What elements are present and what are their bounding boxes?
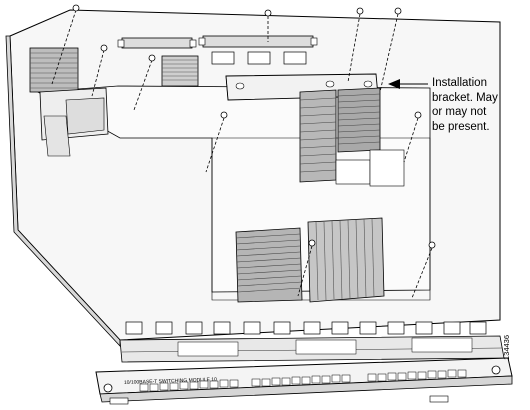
installation-bracket-callout: Installation bracket. May or may not be …: [432, 76, 528, 134]
callout-line-4: be present.: [432, 120, 490, 133]
ejector-lever-right: [429, 395, 449, 403]
port-group-1: [139, 379, 239, 392]
ejector-lever-left: [109, 397, 129, 405]
port-group-3: [367, 369, 467, 382]
backplane-connector-right: [198, 35, 318, 48]
rj45-connector-strip: [119, 335, 505, 363]
component-row: [125, 321, 487, 335]
callout-line-1: Installation: [432, 77, 487, 89]
right-heatsink-1: [299, 89, 371, 185]
left-heatsink: [29, 47, 79, 93]
port-group-2: [251, 374, 351, 387]
component-b: [247, 51, 271, 65]
callout-line-2: bracket. May: [432, 91, 498, 104]
screw-icon: [264, 9, 272, 42]
right-heatsink-2: [337, 87, 405, 187]
figure-number: 134436: [502, 334, 511, 360]
left-daughter-card: [39, 87, 109, 157]
screw-icon: [133, 54, 156, 111]
board-edge-thickness: [5, 35, 121, 348]
faceplate-label: 10/100BASE-T SWITCHING MODULE 10: [124, 377, 217, 386]
screw-icon: [91, 44, 108, 97]
component-a: [211, 51, 235, 65]
screw-icon: [205, 111, 228, 173]
screw-icon: [297, 239, 316, 297]
lower-heatsink-left: [235, 227, 303, 303]
callout-arrow: [388, 79, 428, 89]
screw-icon: [51, 4, 80, 85]
screw-icon: [347, 7, 364, 83]
screw-icon: [403, 111, 422, 163]
screw-icon: [379, 7, 402, 93]
component-c: [283, 51, 307, 65]
backplane-connector-left: [117, 37, 197, 49]
mounting-screws: [51, 4, 436, 299]
callout-line-3: or may not: [432, 106, 487, 118]
screw-icon: [411, 241, 436, 299]
faceplate: 10/100BASE-T SWITCHING MODULE 10: [95, 357, 513, 405]
small-heatsink: [161, 55, 199, 87]
lower-heatsink-right: [307, 217, 385, 303]
